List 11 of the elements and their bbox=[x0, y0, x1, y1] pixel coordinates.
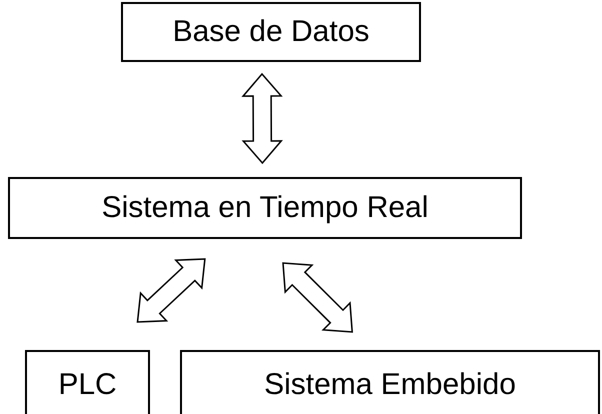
box-label: Sistema Embebido bbox=[264, 368, 516, 402]
process-box bbox=[180, 350, 600, 414]
box-label: Sistema en Tiempo Real bbox=[102, 191, 428, 225]
box-label: PLC bbox=[58, 368, 117, 402]
process-box bbox=[8, 177, 522, 239]
double-arrow bbox=[241, 72, 283, 164]
double-arrow bbox=[282, 262, 354, 333]
box-label: Base de Datos bbox=[172, 15, 370, 49]
process-box bbox=[25, 350, 150, 414]
process-box bbox=[121, 2, 421, 62]
double-arrow bbox=[136, 258, 206, 323]
